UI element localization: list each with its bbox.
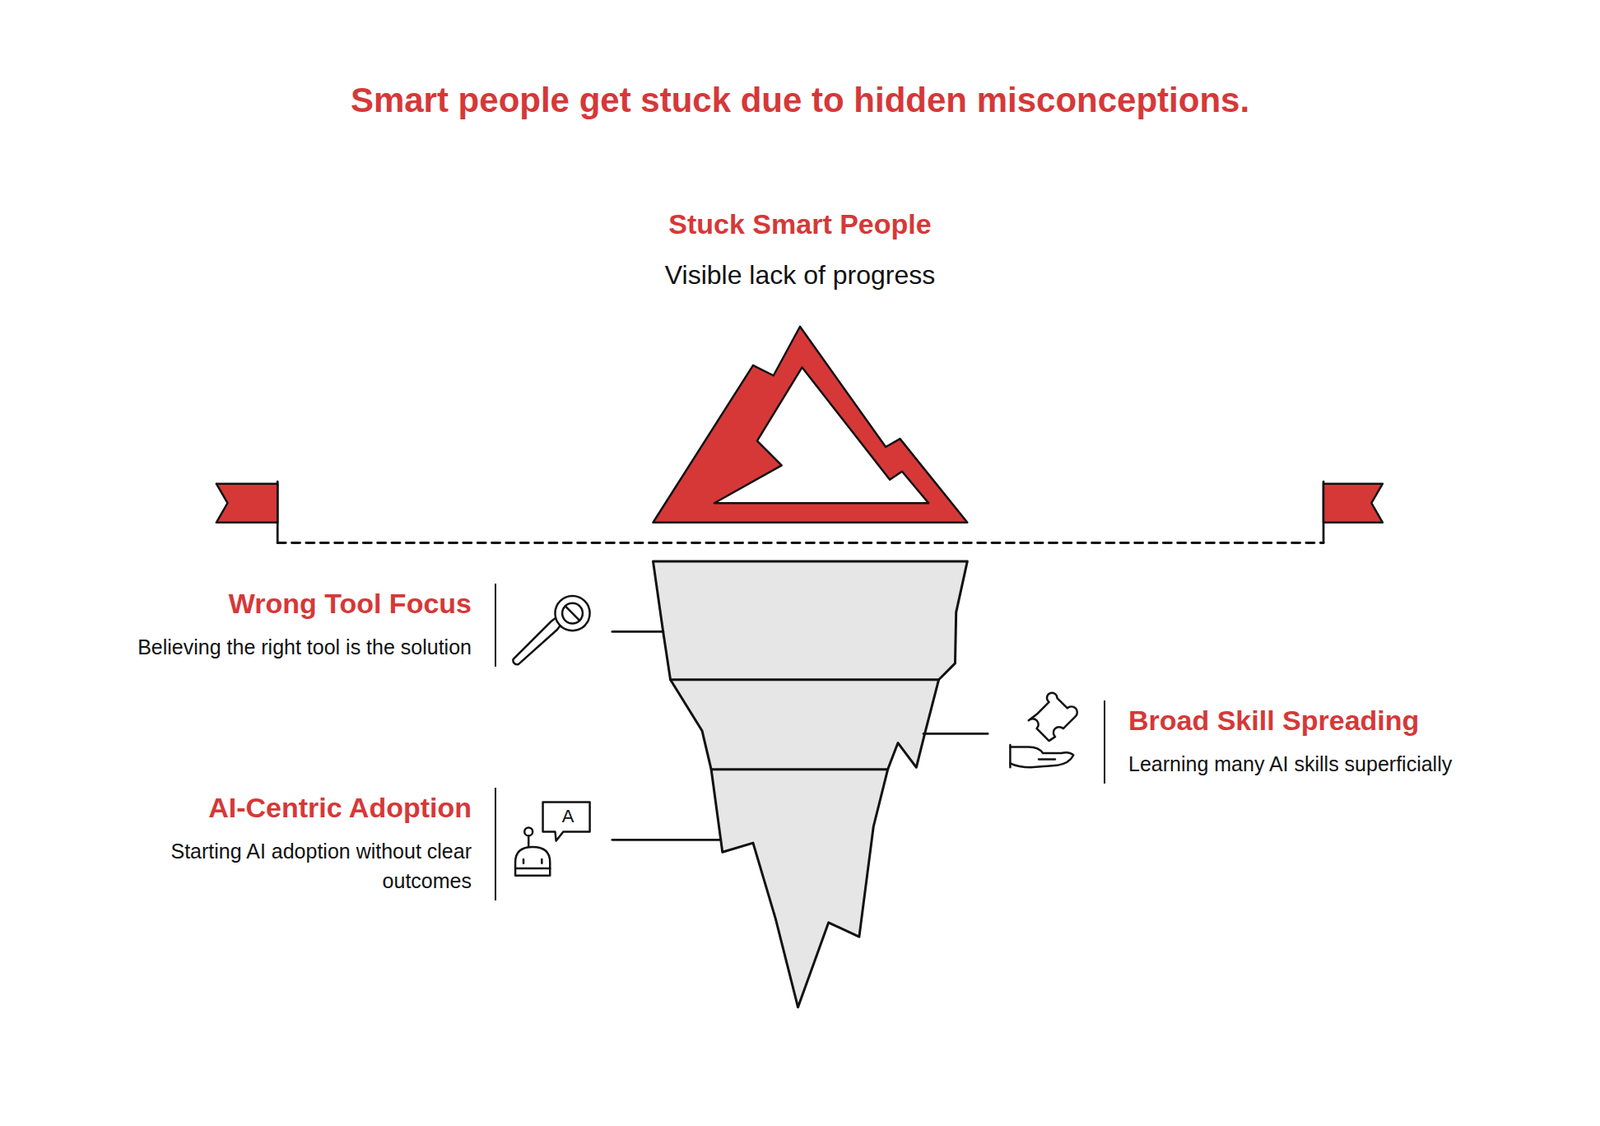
callout-heading: AI-Centric Adoption bbox=[109, 790, 472, 825]
misconception-callout: Broad Skill SpreadingLearning many AI sk… bbox=[1103, 700, 1452, 784]
iceberg-tip bbox=[652, 326, 968, 523]
leader-line bbox=[612, 630, 664, 633]
callout-heading: Wrong Tool Focus bbox=[137, 586, 472, 621]
misconception-callout: AI-Centric AdoptionStarting AI adoption … bbox=[109, 787, 497, 901]
flag-right bbox=[1323, 481, 1383, 543]
callout-description: Visible lack of progress bbox=[511, 259, 1089, 291]
magnifier-icon bbox=[512, 595, 590, 665]
callout-description: Starting AI adoption without clear outco… bbox=[109, 836, 472, 896]
callout-heading: Broad Skill Spreading bbox=[1128, 703, 1452, 738]
iceberg-underwater bbox=[652, 561, 968, 1008]
waterline bbox=[277, 541, 1324, 545]
hand-puzzle-icon bbox=[1009, 693, 1077, 768]
diagram-title: Smart people get stuck due to hidden mis… bbox=[0, 80, 1600, 121]
robot-chat-icon bbox=[515, 801, 591, 875]
misconception-callout: Wrong Tool FocusBelieving the right tool… bbox=[137, 583, 497, 667]
icon-letter: A bbox=[562, 807, 575, 826]
leader-line bbox=[923, 732, 988, 735]
callout-heading: Stuck Smart People bbox=[511, 207, 1089, 242]
callout-description: Learning many AI skills superficially bbox=[1128, 748, 1452, 779]
callout-description: Believing the right tool is the solution bbox=[137, 632, 472, 662]
leader-line bbox=[612, 838, 720, 842]
flag-left bbox=[216, 481, 278, 543]
iceberg-tip-label: Stuck Smart PeopleVisible lack of progre… bbox=[511, 207, 1089, 291]
